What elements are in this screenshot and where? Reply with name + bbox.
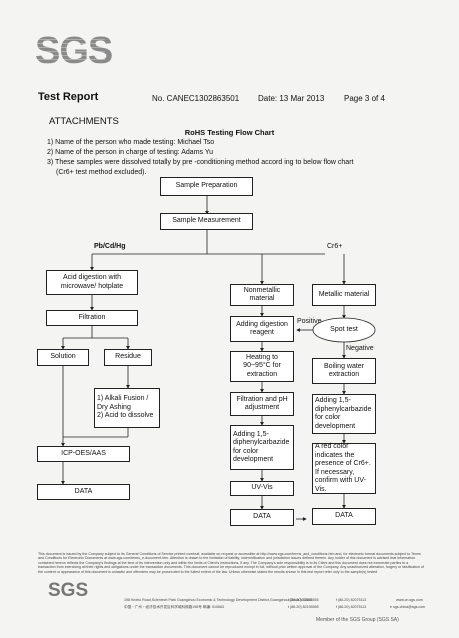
box-data-right: DATA [312,508,376,525]
branch-label-pb-cd-hg: Pb/Cd/Hg [94,243,126,250]
box-heating: Heating to 90~95°C for extraction [230,351,294,382]
note-1: 1) Name of the person who made testing: … [47,139,215,146]
box-icp-oes-aas: ICP-OES/AAS [37,446,130,462]
sgs-logo: SGS [35,16,113,72]
report-number: No. CANEC1302863501 [152,94,240,103]
note-2: 2) Name of the person in charge of testi… [47,149,214,156]
box-adding-dpc-right: Adding 1,5-diphenylcarbazide for color d… [312,394,376,434]
spot-test-ellipse [312,317,376,343]
branch-label-cr6: Cr6+ [327,243,343,250]
footer-fax: f (86-20) 82075113 [336,598,367,602]
note-4: (Cr6+ test method excluded). [56,169,147,176]
box-sample-preparation: Sample Preparation [160,177,253,196]
report-date: Date: 13 Mar 2013 [258,94,325,103]
flow-chart-title: RoHS Testing Flow Chart [184,128,275,137]
box-residue: Residue [104,349,152,366]
footer-member: Member of the SGS Group (SGS SA) [316,617,399,623]
footer-address-en: 198 Kezhu Road,Scientech Park Guangzhou … [124,598,312,602]
box-filtration-ph: Filtration and pH adjustment [230,392,294,416]
notes: 1) Name of the person who made testing: … [47,138,353,178]
box-alkali-fusion: 1) Alkali Fusion / Dry Ashing 2) Acid to… [94,388,160,428]
footer-fax-2: f (86-20) 82075113 [336,605,367,609]
section-heading: ATTACHMENTS [49,116,119,127]
note-3: 3) These samples were dissolved totally … [47,159,354,166]
box-sample-measurement: Sample Measurement [160,213,253,230]
box-data-left: DATA [37,484,130,500]
footer-address-cn: 中国・广州・经济技术开发区科学城科珠路198号 邮编: 510663 [124,605,225,609]
box-uv-vis: UV-Vis [230,481,294,496]
label-spot-test: Spot test [330,326,358,333]
box-red-color: A red color indicates the presence of Cr… [312,443,376,494]
box-adding-dpc-left: Adding 1,5-diphenylcarbazide for color d… [230,425,294,470]
box-metallic: Metallic material [312,284,376,306]
box-filtration: Filtration [46,310,138,326]
label-negative: Negative [346,345,374,352]
footer-web: www.cn.sgs.com [396,598,423,602]
box-nonmetallic: Nonmetallic material [230,284,294,306]
box-adding-digestion: Adding digestion reagent [230,316,294,342]
legal-disclaimer: This document is issued by the Company s… [38,552,425,574]
box-acid-digestion: Acid digestion with microwave/ hotplate [46,270,138,295]
page-number: Page 3 of 4 [344,94,385,103]
box-boiling-water: Boiling water extraction [312,358,376,384]
logo-text: SGS [35,30,113,72]
box-data-mid: DATA [230,509,294,526]
footer-tel-2: t (86-20) 82155555 [288,605,319,609]
report-title: Test Report [38,91,99,103]
footer-email: e sgs.china@sgs.com [390,605,426,609]
footer-sgs-logo: SGS [48,580,89,601]
footer-tel: t (86-20) 82155555 [288,598,319,602]
label-positive: Positive [297,318,322,325]
box-solution: Solution [37,349,89,366]
